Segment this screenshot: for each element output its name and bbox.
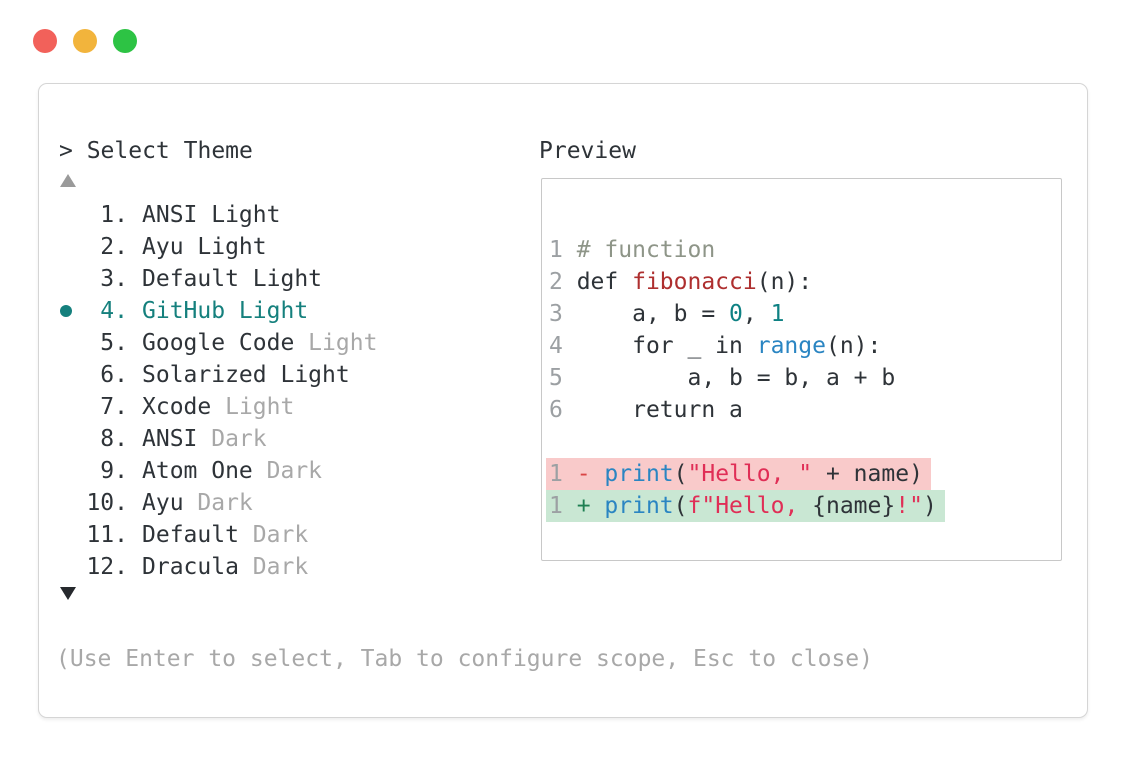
theme-item-number: 4. bbox=[100, 298, 128, 324]
selected-bullet-icon bbox=[60, 305, 72, 317]
theme-item-default[interactable]: 11. Default Dark bbox=[59, 519, 377, 551]
theme-item-number: 12. bbox=[86, 554, 128, 580]
code-line: 6 return a bbox=[549, 397, 743, 423]
zoom-button[interactable] bbox=[113, 29, 137, 53]
theme-item-number: 5. bbox=[100, 330, 128, 356]
theme-item-variant: Light bbox=[294, 330, 378, 356]
theme-item-solarized-light[interactable]: 6. Solarized Light bbox=[59, 359, 377, 391]
window-controls bbox=[33, 29, 137, 53]
theme-item-xcode[interactable]: 7. Xcode Light bbox=[59, 391, 377, 423]
code-preview-box: 1 # function 2 def fibonacci(n): 3 a, b = … bbox=[541, 178, 1062, 561]
theme-item-google-code[interactable]: 5. Google Code Light bbox=[59, 327, 377, 359]
code-line: 5 a, b = b, a + b bbox=[549, 365, 896, 391]
theme-item-number: 11. bbox=[86, 522, 128, 548]
theme-item-name: GitHub Light bbox=[142, 298, 309, 324]
theme-item-name: Default bbox=[142, 522, 239, 548]
theme-item-variant: Light bbox=[211, 394, 295, 420]
theme-item-name: Solarized Light bbox=[142, 362, 350, 388]
theme-item-number: 3. bbox=[100, 266, 128, 292]
theme-item-name: ANSI Light bbox=[142, 202, 281, 228]
diff-added-line: 1 + print(f"Hello, {name}!") bbox=[546, 490, 1061, 522]
theme-item-ayu[interactable]: 10. Ayu Dark bbox=[59, 487, 377, 519]
code-line: 3 a, b = 0, 1 bbox=[549, 301, 785, 327]
code-line: 1 # function bbox=[549, 237, 716, 263]
theme-item-number: 8. bbox=[100, 426, 128, 452]
theme-item-ansi-light[interactable]: 1. ANSI Light bbox=[59, 199, 377, 231]
theme-item-variant: Dark bbox=[238, 554, 309, 580]
blank-line bbox=[549, 426, 1061, 458]
theme-item-variant: Dark bbox=[183, 490, 253, 516]
minimize-button[interactable] bbox=[73, 29, 97, 53]
theme-item-number: 2. bbox=[100, 234, 128, 260]
theme-item-name: Default Light bbox=[142, 266, 323, 292]
theme-list: 1. ANSI Light 2. Ayu Light 3. Default Light 4.… bbox=[59, 199, 377, 583]
theme-item-number: 1. bbox=[100, 202, 128, 228]
theme-item-name: Xcode bbox=[142, 394, 212, 420]
close-button[interactable] bbox=[33, 29, 57, 53]
theme-item-variant: Dark bbox=[252, 458, 323, 484]
theme-item-number: 9. bbox=[100, 458, 128, 484]
scroll-up-icon[interactable] bbox=[60, 174, 76, 187]
theme-item-ansi[interactable]: 8. ANSI Dark bbox=[59, 423, 377, 455]
theme-item-name: Atom One bbox=[142, 458, 253, 484]
theme-item-number: 10. bbox=[86, 490, 128, 516]
theme-item-atom-one[interactable]: 9. Atom One Dark bbox=[59, 455, 377, 487]
code-line: 2 def fibonacci(n): bbox=[549, 269, 813, 295]
code-line: 4 for _ in range(n): bbox=[549, 333, 882, 359]
theme-item-default-light[interactable]: 3. Default Light bbox=[59, 263, 377, 295]
theme-item-number: 6. bbox=[100, 362, 128, 388]
diff-removed-line: 1 - print("Hello, " + name) bbox=[546, 458, 1061, 490]
theme-item-number: 7. bbox=[100, 394, 128, 420]
theme-item-dracula[interactable]: 12. Dracula Dark bbox=[59, 551, 377, 583]
theme-item-variant: Dark bbox=[238, 522, 309, 548]
theme-item-name: Dracula bbox=[142, 554, 239, 580]
scroll-down-icon[interactable] bbox=[60, 587, 76, 600]
theme-item-name: Ayu Light bbox=[142, 234, 267, 260]
theme-item-github-light[interactable]: 4. GitHub Light bbox=[59, 295, 377, 327]
theme-picker-prompt: > Select Theme bbox=[59, 138, 253, 164]
theme-picker-window: > Select Theme Preview 1. ANSI Light 2. Ayu… bbox=[38, 83, 1088, 718]
theme-item-name: ANSI bbox=[142, 426, 198, 452]
theme-item-ayu-light[interactable]: 2. Ayu Light bbox=[59, 231, 377, 263]
theme-item-variant: Dark bbox=[197, 426, 267, 452]
code-block: 1 # function 2 def fibonacci(n): 3 a, b = … bbox=[546, 234, 1061, 522]
theme-item-name: Ayu bbox=[142, 490, 184, 516]
preview-title: Preview bbox=[539, 138, 636, 164]
theme-item-name: Google Code bbox=[142, 330, 295, 356]
keyboard-hint: (Use Enter to select, Tab to configure s… bbox=[56, 646, 873, 672]
